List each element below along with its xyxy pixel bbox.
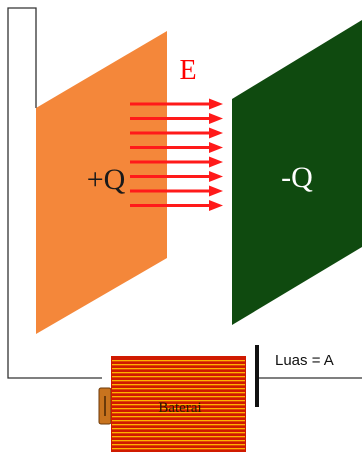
- field-label: E: [179, 55, 196, 86]
- battery-stripe: [112, 364, 245, 366]
- battery-stripe: [112, 396, 245, 398]
- battery-stripe: [112, 448, 245, 450]
- battery-stripe: [112, 444, 245, 446]
- battery-stripe: [112, 412, 245, 414]
- electric-field-arrows: [130, 98, 223, 211]
- positive-plate: [36, 31, 167, 334]
- field-arrow: [130, 171, 223, 182]
- battery-stripe: [112, 440, 245, 442]
- battery-terminal-line: [104, 396, 106, 416]
- wire-left: [7, 7, 102, 379]
- battery-stripe: [112, 400, 245, 402]
- negative-plate: [232, 20, 362, 325]
- battery-stripe: [112, 384, 245, 386]
- battery-stripe: [112, 408, 245, 410]
- negative-plate-label: -Q: [281, 161, 313, 194]
- battery-stripe: [112, 372, 245, 374]
- battery-stripe: [112, 416, 245, 418]
- battery-stripes: [112, 360, 245, 450]
- battery-stripe: [112, 420, 245, 422]
- battery-stripe: [112, 376, 245, 378]
- area-label: Luas = A: [275, 352, 334, 369]
- field-arrow: [130, 185, 223, 197]
- field-arrow: [130, 127, 223, 139]
- battery-stripe: [112, 368, 245, 370]
- battery-stripe: [112, 404, 245, 406]
- field-arrow: [130, 98, 223, 110]
- battery: Baterai: [98, 356, 246, 452]
- positive-plate-label: +Q: [87, 163, 126, 196]
- battery-stripe: [112, 428, 245, 430]
- field-arrow: [130, 142, 223, 153]
- battery-stripe: [112, 436, 245, 438]
- battery-stripe: [112, 360, 245, 362]
- battery-stripe: [112, 424, 245, 426]
- field-arrow: [130, 200, 223, 211]
- battery-label: Baterai: [158, 400, 201, 416]
- battery-stripe: [112, 380, 245, 382]
- battery-stripe: [112, 388, 245, 390]
- field-arrow: [130, 113, 223, 124]
- battery-stripe: [112, 432, 245, 434]
- field-arrow: [130, 156, 223, 168]
- battery-stripe: [112, 392, 245, 394]
- plate-side-view: [255, 345, 259, 407]
